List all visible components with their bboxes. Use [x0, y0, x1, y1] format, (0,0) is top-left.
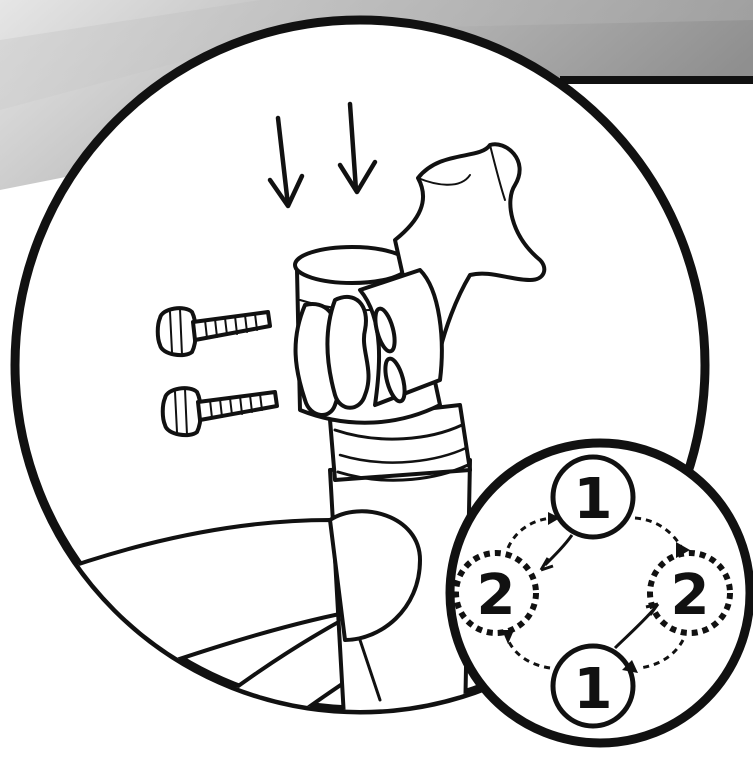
step-label-bottom: 1 [574, 657, 613, 722]
step-label-top: 1 [574, 467, 613, 532]
step-label-right: 2 [671, 563, 710, 628]
tightening-sequence-detail: 1 1 2 2 [450, 443, 750, 743]
step-label-left: 2 [477, 563, 516, 628]
